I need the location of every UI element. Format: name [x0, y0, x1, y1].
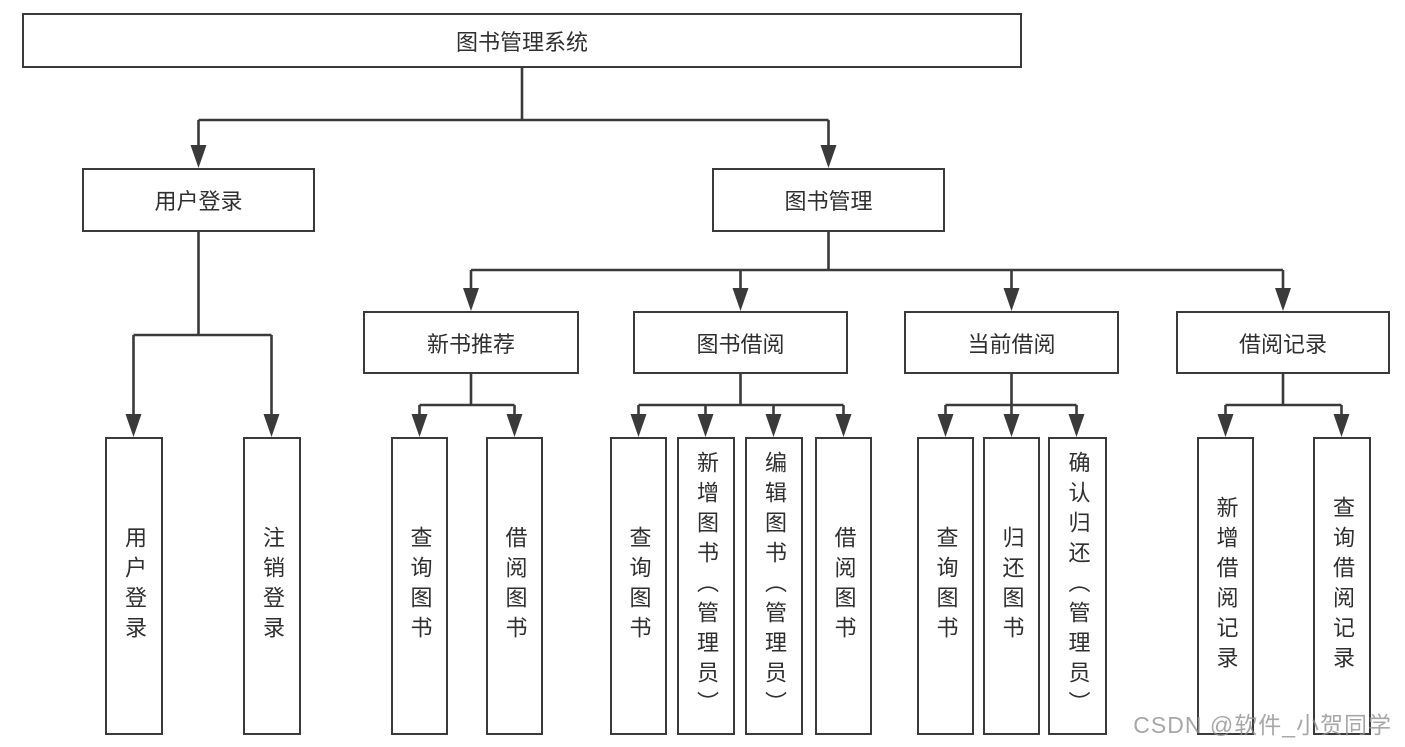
arrowhead-down-icon [190, 145, 207, 168]
node-leaf-query-books-1: 查询图书 [391, 437, 448, 735]
arrowhead-down-icon [1068, 414, 1085, 437]
node-borrowing-records: 借阅记录 [1176, 311, 1390, 374]
arrowhead-down-icon [1217, 414, 1234, 437]
connector-book-borrowing-to-leaves [630, 374, 852, 437]
arrowhead-down-icon [506, 414, 523, 437]
arrowhead-down-icon [1003, 414, 1020, 437]
node-label: 新增图书（管理员） [694, 451, 719, 721]
node-label: 当前借阅 [967, 331, 1056, 357]
connector-root-to-level2 [190, 68, 837, 168]
node-label: 图书借阅 [696, 331, 785, 357]
node-leaf-borrow-books-2: 借阅图书 [815, 437, 872, 735]
arrowhead-down-icon [820, 145, 837, 168]
node-label: 用户登录 [122, 526, 147, 646]
arrowhead-down-icon [1275, 288, 1291, 311]
node-label: 用户登录 [154, 189, 243, 214]
arrowhead-down-icon [937, 414, 954, 437]
connector-book-management-to-level3 [463, 232, 1291, 311]
node-new-book-recommendation: 新书推荐 [363, 311, 579, 374]
connector-current-borrowing-to-leaves [937, 374, 1085, 437]
node-label: 编辑图书（管理员） [762, 451, 787, 721]
node-leaf-borrow-books-1: 借阅图书 [486, 437, 543, 735]
arrowhead-down-icon [1333, 414, 1350, 437]
arrowhead-down-icon [125, 414, 142, 437]
node-leaf-query-borrow-record: 查询借阅记录 [1313, 437, 1371, 735]
arrowhead-down-icon [411, 414, 428, 437]
node-leaf-query-books-3: 查询图书 [917, 437, 974, 735]
node-label: 查询图书 [407, 526, 433, 646]
node-leaf-logout: 注销登录 [243, 437, 301, 735]
node-current-borrowing: 当前借阅 [904, 311, 1119, 374]
node-label: 图书管理系统 [455, 29, 588, 55]
node-book-management: 图书管理 [712, 168, 945, 232]
node-label: 借阅记录 [1238, 331, 1327, 357]
arrowhead-down-icon [697, 414, 714, 437]
node-user-login: 用户登录 [82, 168, 315, 232]
node-leaf-user-login: 用户登录 [105, 437, 163, 735]
arrowhead-down-icon [765, 414, 782, 437]
node-label: 归还图书 [999, 526, 1025, 646]
arrowhead-down-icon [732, 288, 749, 311]
node-library-management-system: 图书管理系统 [22, 13, 1022, 68]
arrowhead-down-icon [835, 414, 852, 437]
node-label: 借阅图书 [502, 526, 528, 646]
arrowhead-down-icon [1003, 288, 1020, 311]
node-label: 注销登录 [260, 526, 285, 646]
node-leaf-query-books-2: 查询图书 [610, 437, 667, 735]
node-leaf-edit-books-admin: 编辑图书（管理员） [745, 437, 803, 735]
node-leaf-confirm-return-admin: 确认归还（管理员） [1048, 437, 1107, 735]
node-leaf-add-borrow-record: 新增借阅记录 [1197, 437, 1254, 735]
connector-new-book-to-leaves [411, 374, 523, 437]
node-label: 查询图书 [933, 526, 959, 646]
node-leaf-return-books: 归还图书 [983, 437, 1040, 735]
node-label: 新增借阅记录 [1213, 496, 1239, 676]
arrowhead-down-icon [263, 414, 280, 437]
node-label: 新书推荐 [426, 331, 515, 357]
node-label: 查询图书 [626, 526, 652, 646]
connector-borrowing-records-to-leaves [1217, 374, 1350, 437]
node-label: 图书管理 [784, 189, 873, 214]
node-label: 查询借阅记录 [1330, 496, 1355, 676]
node-label: 借阅图书 [831, 526, 857, 646]
arrowhead-down-icon [463, 288, 479, 311]
connector-user-login-to-leaves [125, 232, 280, 437]
arrowhead-down-icon [630, 414, 647, 437]
node-book-borrowing: 图书借阅 [633, 311, 848, 374]
node-label: 确认归还（管理员） [1065, 451, 1091, 721]
node-leaf-add-books-admin: 新增图书（管理员） [677, 437, 735, 735]
